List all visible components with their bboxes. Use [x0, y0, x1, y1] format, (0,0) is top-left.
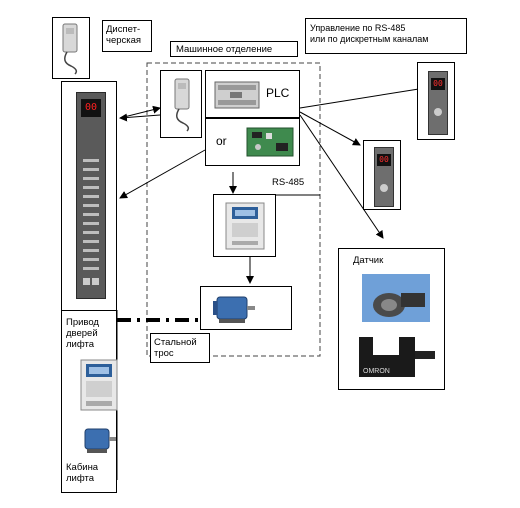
plc-device-icon — [214, 81, 260, 109]
motor-box — [200, 286, 292, 330]
inverter-box — [213, 194, 276, 257]
sensor-box: Датчик OMRON — [338, 248, 445, 390]
door-drive-inverter-icon — [80, 359, 118, 411]
door-drive-label: Привод дверей лифта — [66, 317, 99, 350]
car-operating-panel: 00 — [76, 92, 106, 299]
intercom-icon — [174, 78, 190, 132]
indicator-panel: 00 — [374, 147, 394, 207]
dispatch-label-box: Диспет- черская — [102, 20, 152, 52]
photo-sensor-icon: OMRON — [359, 337, 435, 377]
intercom-icon — [62, 23, 78, 75]
rs485-control-label-box: Управление по RS-485 или по дискретным к… — [305, 18, 467, 54]
rs485-label: RS-485 — [272, 177, 305, 188]
car-control-panel-box: 00 — [61, 81, 117, 311]
door-close-button — [92, 278, 99, 285]
car-display: 00 — [81, 99, 101, 117]
car-label: Кабина лифта — [66, 462, 99, 484]
call-button-icon — [380, 184, 388, 192]
inverter-icon — [225, 202, 265, 250]
sensor-photo-icon — [362, 274, 430, 322]
machine-room-label-box: Машинное отделение — [170, 41, 298, 57]
dispatch-intercom-box — [52, 17, 90, 79]
sensor-brand: OMRON — [363, 368, 390, 375]
machine-intercom-box — [160, 70, 202, 138]
alt-controller-box: or — [205, 118, 300, 166]
rs485-label-box: RS-485 — [260, 174, 316, 192]
or-label: or — [216, 134, 227, 148]
steel-rope-label: Стальной трос — [154, 337, 197, 359]
machine-room-label: Машинное отделение — [176, 44, 273, 55]
door-motor-icon — [84, 428, 116, 453]
button-grid — [83, 153, 99, 273]
call-button-icon — [434, 108, 442, 116]
indicator-panel: 00 — [428, 71, 448, 135]
plc-box: PLC — [205, 70, 300, 118]
indicator-display: 00 — [377, 154, 391, 166]
motor-icon — [213, 296, 255, 323]
machine-room-boundary — [146, 62, 321, 357]
steel-rope-label-box: Стальной трос — [150, 333, 210, 363]
plc-label: PLC — [266, 86, 290, 100]
floor-indicator-middle: 00 — [363, 140, 401, 210]
controller-board-icon — [246, 127, 294, 157]
door-open-button — [83, 278, 90, 285]
sensor-label: Датчик — [353, 255, 384, 266]
dispatch-label: Диспет- черская — [106, 24, 142, 46]
rs485-control-label: Управление по RS-485 или по дискретным к… — [310, 23, 429, 44]
floor-indicator-right: 00 — [417, 62, 455, 140]
indicator-display: 00 — [431, 78, 445, 90]
